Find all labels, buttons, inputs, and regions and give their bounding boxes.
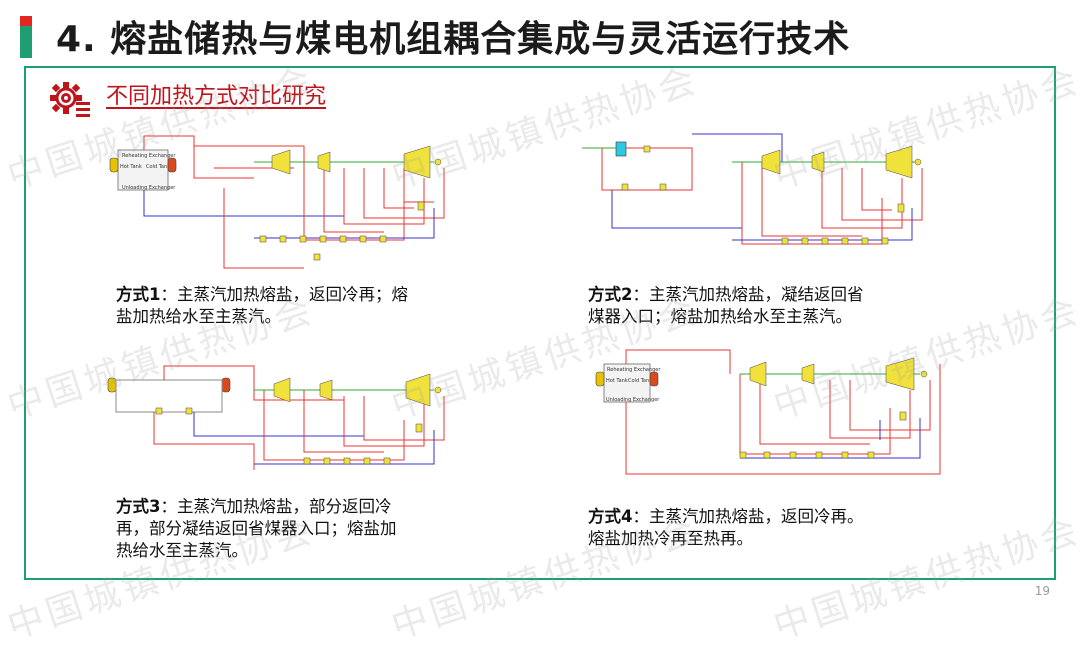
page-number: 19 bbox=[1034, 584, 1050, 598]
label-reheating: Reheating Exchanger bbox=[122, 153, 176, 159]
section-subtitle: 不同加热方式对比研究 bbox=[106, 84, 327, 109]
scheme2-line1: ：主蒸汽加热熔盐，凝结返回省 bbox=[632, 285, 864, 304]
page-title: 4. 熔盐储热与煤电机组耦合集成与灵活运行技术 bbox=[56, 19, 851, 60]
scheme4-diagram: Reheating Exchanger Hot Tank Cold Tank U… bbox=[590, 344, 942, 484]
scheme3-caption: 方式3：主蒸汽加热熔盐，部分返回冷 再，部分凝结返回省煤器入口；熔盐加 热给水至… bbox=[116, 496, 397, 562]
label-reheating-4: Reheating Exchanger bbox=[607, 367, 661, 373]
content-frame bbox=[24, 66, 1056, 580]
label-hot-tank: Hot Tank bbox=[120, 164, 142, 170]
scheme2-name: 方式2 bbox=[588, 285, 633, 304]
scheme2-line2: 煤器入口；熔盐加热给水至主蒸汽。 bbox=[588, 307, 852, 326]
title-accent-bar bbox=[20, 16, 32, 58]
label-unloading: Unloading Exchanger bbox=[122, 185, 176, 191]
scheme4-name: 方式4 bbox=[588, 507, 633, 526]
scheme1-diagram: Reheating Exchanger Hot Tank Cold Tank U… bbox=[104, 128, 456, 276]
scheme4-caption: 方式4：主蒸汽加热熔盐，返回冷再。 熔盐加热冷再至热再。 bbox=[588, 506, 863, 550]
scheme3-line1: ：主蒸汽加热熔盐，部分返回冷 bbox=[160, 497, 392, 516]
scheme1-line2: 盐加热给水至主蒸汽。 bbox=[116, 307, 281, 326]
scheme1-caption: 方式1：主蒸汽加热熔盐，返回冷再；熔 盐加热给水至主蒸汽。 bbox=[116, 284, 408, 328]
scheme4-line2: 熔盐加热冷再至热再。 bbox=[588, 529, 753, 548]
label-cold-tank-4: Cold Tank bbox=[628, 378, 652, 384]
title-accent-red bbox=[20, 16, 32, 26]
scheme1-line1: ：主蒸汽加热熔盐，返回冷再；熔 bbox=[160, 285, 408, 304]
scheme1-name: 方式1 bbox=[116, 285, 161, 304]
scheme2-caption: 方式2：主蒸汽加热熔盐，凝结返回省 煤器入口；熔盐加热给水至主蒸汽。 bbox=[588, 284, 863, 328]
scheme3-line2: 再，部分凝结返回省煤器入口；熔盐加 bbox=[116, 519, 397, 538]
label-cold-tank: Cold Tank bbox=[146, 164, 170, 170]
scheme3-name: 方式3 bbox=[116, 497, 161, 516]
label-unloading-4: Unloading Exchanger bbox=[606, 397, 660, 403]
scheme2-diagram bbox=[582, 128, 934, 276]
scheme3-line3: 热给水至主蒸汽。 bbox=[116, 541, 248, 560]
scheme4-line1: ：主蒸汽加热熔盐，返回冷再。 bbox=[632, 507, 864, 526]
scheme3-diagram bbox=[104, 360, 456, 480]
gear-settings-icon bbox=[48, 78, 92, 118]
label-hot-tank-4: Hot Tank bbox=[606, 378, 628, 384]
